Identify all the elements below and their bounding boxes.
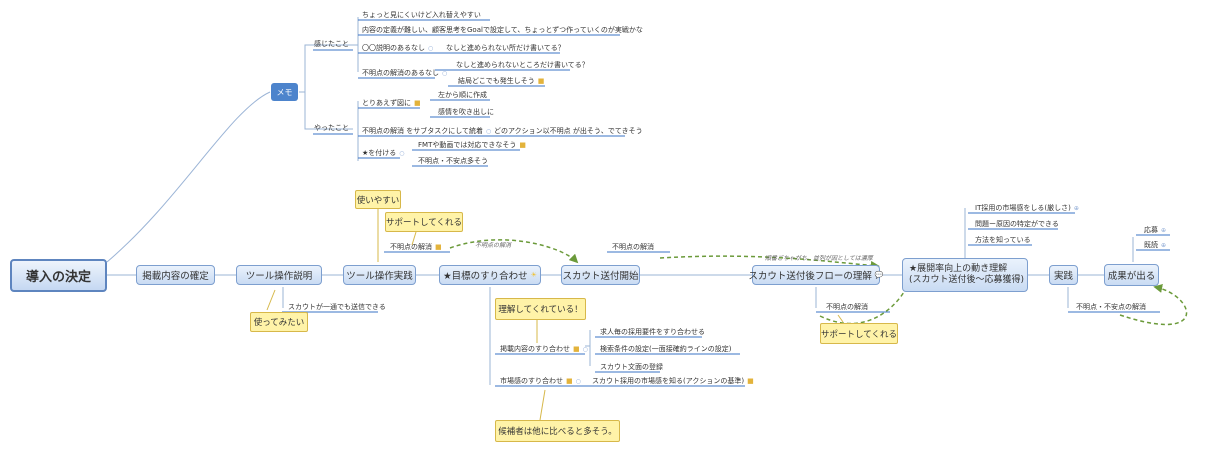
collapse-icon[interactable]: ○ [399, 150, 405, 157]
memo-done-item[interactable]: どのアクション以不明点 が出そう、でてきそう [494, 127, 643, 135]
memo-group-done[interactable]: やったこと [314, 124, 349, 132]
callout-note[interactable]: 使いやすい [355, 190, 401, 209]
subtopic[interactable]: スカウトが一通でも送信できる [288, 303, 386, 311]
note-icon: ■ [566, 377, 573, 385]
subtopic[interactable]: 不明点の解消 [612, 243, 654, 251]
memo-group-felt[interactable]: 感じたこと [314, 40, 349, 48]
relation-label: 不明点の解消 [475, 242, 512, 249]
expand-icon[interactable]: ⊕ [1073, 205, 1079, 212]
memo-felt-item[interactable]: 〇〇説明のあるなし○ [362, 44, 434, 52]
collapse-icon[interactable]: ○ [428, 45, 434, 52]
memo-felt-item[interactable]: なしと進められないところだけ書いてる？ [456, 61, 589, 69]
subtopic[interactable]: スカウト文面の登録 [600, 363, 663, 371]
subtopic[interactable]: 不明点の解消■ [390, 243, 442, 251]
memo-felt-item[interactable]: なしと進められない所だけ書いてる？ [446, 44, 565, 52]
subtopic[interactable]: 掲載内容のすり合わせ■○ [500, 345, 588, 353]
root-label: 導入の決定 [25, 270, 91, 285]
subtopic[interactable]: 方法を知っている [975, 236, 1031, 244]
root-topic[interactable]: 導入の決定 [10, 259, 107, 292]
topic-scout-start[interactable]: スカウト送付開始 [561, 265, 640, 285]
collapse-icon[interactable]: ○ [582, 346, 588, 353]
note-icon: ■ [537, 77, 545, 85]
subtopic[interactable]: 不明点・不安点の解消 [1076, 303, 1146, 311]
relation-label: 順番ごちゃがち、並列が因としては濃厚 [765, 255, 873, 262]
topic-tool-explain[interactable]: ツール操作説明 [236, 265, 322, 285]
topic-goal-alignment[interactable]: ★目標のすり合わせ☀ [439, 265, 541, 285]
callout-note[interactable]: 候補者は他に比べると多そう。 [495, 420, 620, 442]
memo-done-item[interactable]: 左から順に作成 [438, 91, 487, 99]
memo-topic[interactable]: メモ [271, 83, 298, 101]
collapse-icon[interactable]: ○ [442, 70, 448, 77]
memo-done-item[interactable]: 不明点の解消 をサブタスクにして統着○ [362, 127, 492, 135]
subtopic[interactable]: 求人毎の採用要件をすり合わせる [600, 328, 705, 336]
memo-felt-item[interactable]: 不明点の解消のあるなし○ [362, 69, 448, 77]
subtopic[interactable]: IT採用の市場感をしる(厳しさ)⊕ [975, 204, 1079, 212]
subtopic[interactable]: 不明点の解消 [826, 303, 868, 311]
note-icon: ■ [414, 99, 421, 107]
collapse-icon[interactable]: ○ [486, 128, 492, 135]
memo-done-item[interactable]: 感情を吹き出しに [438, 108, 494, 116]
memo-done-item[interactable]: とりあえず図に■ [362, 99, 421, 107]
memo-done-item[interactable]: FMTや動画では対応できなそう■ [418, 141, 526, 149]
memo-felt-item[interactable]: 内容の定義が難しい、顧客思考をGoalで設定して、ちょっとずつ作っていくのが実戦… [362, 26, 643, 34]
subtopic[interactable]: 応募⊕ [1144, 226, 1167, 234]
star-icon: ☀ [530, 271, 537, 279]
topic-listing-confirm[interactable]: 掲載内容の確定 [136, 265, 215, 285]
callout-note[interactable]: サポートしてくれる [385, 212, 463, 232]
subtopic[interactable]: スカウト採用の市場感を知る(アクションの基準)■ [592, 377, 754, 385]
memo-done-item[interactable]: 不明点・不安点多そう [418, 157, 488, 165]
memo-done-item[interactable]: ★を付ける○ [362, 149, 405, 157]
expand-icon[interactable]: ⊕ [1161, 227, 1167, 234]
subtopic[interactable]: 既読⊕ [1144, 241, 1167, 249]
topic-tool-practice[interactable]: ツール操作実践 [343, 265, 416, 285]
topic-expansion-rate[interactable]: ★展開率向上の動き理解(スカウト送付後〜応募獲得) [902, 258, 1028, 292]
topic-results[interactable]: 成果が出る [1104, 264, 1159, 286]
subtopic[interactable]: 問題ー原因の特定ができる [975, 220, 1059, 228]
callout-note[interactable]: サポートしてくれる [820, 323, 898, 344]
memo-felt-item[interactable]: 結局どこでも発生しそう■ [458, 77, 545, 85]
comment-icon: 💬 [874, 271, 884, 279]
topic-post-scout-flow[interactable]: スカウト送付後フローの理解💬 [748, 265, 884, 285]
subtopic[interactable]: 市場感のすり合わせ■○ [500, 377, 581, 385]
note-icon: ■ [573, 345, 580, 353]
memo-felt-item[interactable]: ちょっと見にくいけど入れ替えやすい [362, 11, 481, 19]
subtopic[interactable]: 検索条件の設定(一面接確約ラインの設定) [600, 345, 732, 353]
note-icon: ■ [519, 141, 526, 149]
callout-note[interactable]: 使ってみたい [250, 312, 308, 332]
collapse-icon[interactable]: ○ [575, 378, 581, 385]
expand-icon[interactable]: ⊕ [1161, 242, 1167, 249]
callout-note[interactable]: 理解してくれている！ [495, 298, 586, 320]
note-icon: ■ [747, 377, 754, 385]
note-icon: ■ [435, 243, 442, 251]
topic-practice[interactable]: 実践 [1049, 265, 1078, 285]
